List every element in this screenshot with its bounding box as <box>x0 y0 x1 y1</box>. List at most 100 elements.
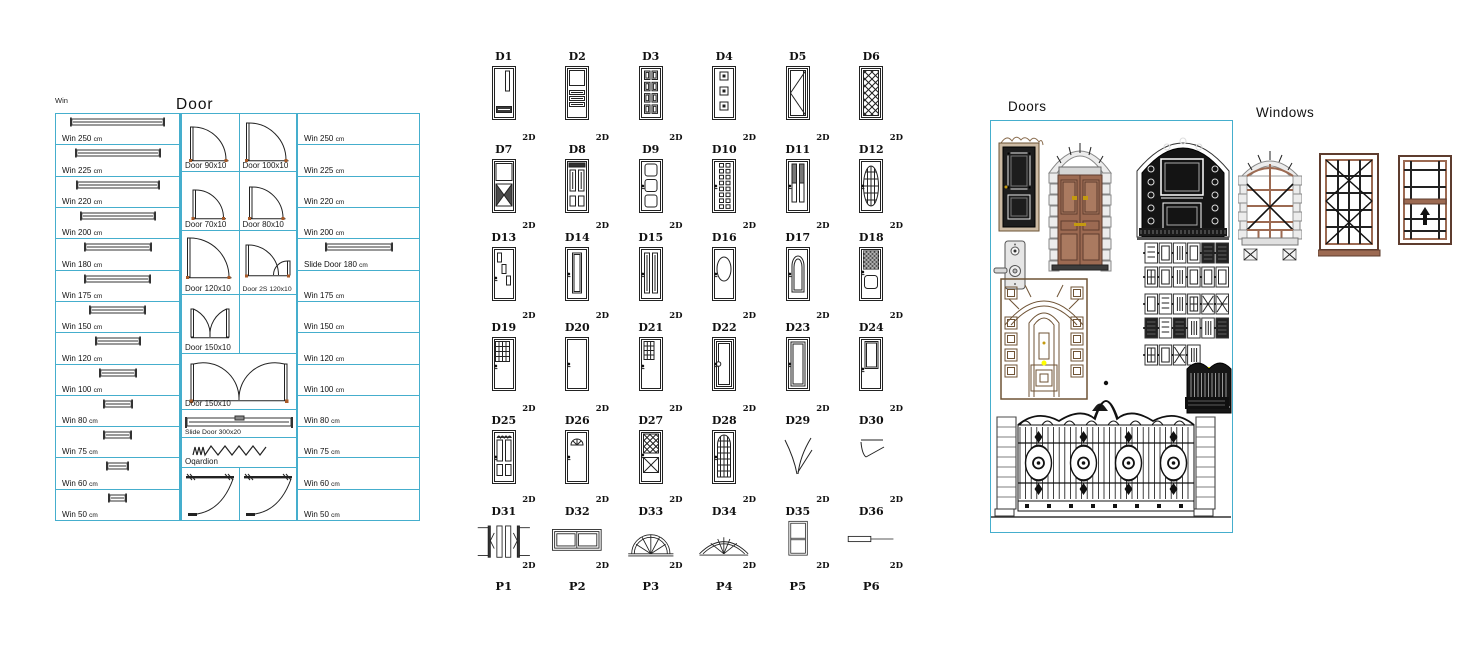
table-row-win-220[interactable]: Win 220 cm <box>298 177 419 208</box>
door-cell-double-swing-2s-icon[interactable]: Door 2S 120x10 <box>240 231 297 294</box>
door-symbol-d8-icon[interactable] <box>562 157 592 215</box>
door-symbol-d15-icon[interactable] <box>636 245 666 303</box>
zigzag-spring-icon[interactable] <box>189 440 289 462</box>
table-row-win-200[interactable]: Win 200 cm <box>56 208 179 240</box>
door-symbol-d34-icon[interactable] <box>696 519 752 559</box>
window-bar-icon[interactable] <box>84 273 151 285</box>
table-row-win-225[interactable]: Win 225 cm <box>56 145 179 177</box>
window-bar-icon[interactable] <box>79 210 156 222</box>
table-row-win-50[interactable]: Win 50 cm <box>56 490 179 520</box>
swing-door-100-icon[interactable] <box>242 116 294 164</box>
window-bar-icon[interactable] <box>324 241 393 253</box>
window-bar-icon[interactable] <box>108 492 127 504</box>
table-row-win-250[interactable]: Win 250 cm <box>56 114 179 146</box>
double-swing-2s-icon[interactable] <box>242 233 294 281</box>
brown-x-brace-window-drawing[interactable] <box>1318 152 1382 260</box>
door-symbol-d16-icon[interactable] <box>709 245 739 303</box>
swing-door-80-icon[interactable] <box>242 174 294 222</box>
geometric-lattice-door-drawing[interactable] <box>1000 278 1088 400</box>
window-bar-icon[interactable] <box>89 304 146 316</box>
table-row-win-50[interactable]: Win 50 cm <box>298 490 419 520</box>
door-symbol-d36-icon[interactable] <box>843 519 899 559</box>
door-symbol-d17-icon[interactable] <box>783 245 813 303</box>
iron-gate-drawing[interactable] <box>991 380 1231 518</box>
door-symbol-d10-icon[interactable] <box>709 157 739 215</box>
door-symbol-d12-icon[interactable] <box>856 157 886 215</box>
table-row-win-120[interactable]: Win 120 cm <box>56 333 179 365</box>
butterfly-door-wide-icon[interactable] <box>183 356 295 406</box>
butterfly-door-icon[interactable] <box>184 297 236 345</box>
swing-door-70-icon[interactable] <box>184 174 236 222</box>
door-cell-swing-door-70-icon[interactable]: Door 70x10 <box>182 171 240 231</box>
door-symbol-d13-icon[interactable] <box>489 245 519 303</box>
window-bar-icon[interactable] <box>74 147 161 159</box>
table-row-win-75[interactable]: Win 75 cm <box>298 427 419 459</box>
door-symbol-d30-icon[interactable] <box>856 428 886 486</box>
ornate-door-drawing[interactable] <box>998 136 1044 232</box>
table-row-win-75[interactable]: Win 75 cm <box>56 427 179 459</box>
plan-door-swing-icon[interactable] <box>182 470 238 520</box>
door-symbol-d32-icon[interactable] <box>549 519 605 559</box>
door-symbol-d23-icon[interactable] <box>783 335 813 393</box>
door-symbol-d21-icon[interactable] <box>636 335 666 393</box>
window-bar-icon[interactable] <box>98 367 137 379</box>
door-symbol-d28-icon[interactable] <box>709 428 739 486</box>
door-cell-zigzag-spring-icon[interactable]: Oqardion <box>182 438 296 467</box>
doors-drawings-box[interactable] <box>990 120 1233 533</box>
window-bar-icon[interactable] <box>103 429 132 441</box>
door-symbol-d31-icon[interactable] <box>476 519 532 559</box>
table-row-win-250[interactable]: Win 250 cm <box>298 114 419 146</box>
door-symbol-d33-icon[interactable] <box>623 519 679 559</box>
plan-door-swing-icon[interactable] <box>240 470 296 520</box>
door-symbol-d14-icon[interactable] <box>562 245 592 303</box>
window-bar-icon[interactable] <box>70 116 165 128</box>
table-row-win-80[interactable]: Win 80 cm <box>56 396 179 428</box>
stone-arch-double-door-drawing[interactable] <box>1048 143 1112 272</box>
stone-arch-window-drawing[interactable] <box>1238 148 1302 264</box>
door-cell-slide-door-bar-icon[interactable]: Slide Door 300x20 <box>182 410 296 437</box>
table-row-win-150[interactable]: Win 150 cm <box>56 302 179 334</box>
table-row-win-200[interactable]: Win 200 cm <box>298 208 419 240</box>
door-symbol-d5-icon[interactable] <box>783 64 813 122</box>
door-symbol-d18-icon[interactable] <box>856 245 886 303</box>
prairie-grid-window-drawing[interactable] <box>1398 155 1452 251</box>
window-bar-icon[interactable] <box>102 398 133 410</box>
table-row-win-100[interactable]: Win 100 cm <box>298 365 419 396</box>
door-symbol-d1-icon[interactable] <box>489 64 519 122</box>
door-thumbnails-grid[interactable] <box>1139 228 1229 369</box>
door-symbol-d3-icon[interactable] <box>636 64 666 122</box>
door-symbol-d24-icon[interactable] <box>856 335 886 393</box>
door-symbol-d7-icon[interactable] <box>489 157 519 215</box>
door-symbol-d4-icon[interactable] <box>709 64 739 122</box>
slide-door-bar-icon[interactable] <box>183 412 295 430</box>
door-cell-swing-door-80-icon[interactable]: Door 80x10 <box>240 172 297 231</box>
door-symbol-d22-icon[interactable] <box>709 335 739 393</box>
door-symbol-d35-icon[interactable] <box>785 519 811 559</box>
window-bar-icon[interactable] <box>83 241 152 253</box>
